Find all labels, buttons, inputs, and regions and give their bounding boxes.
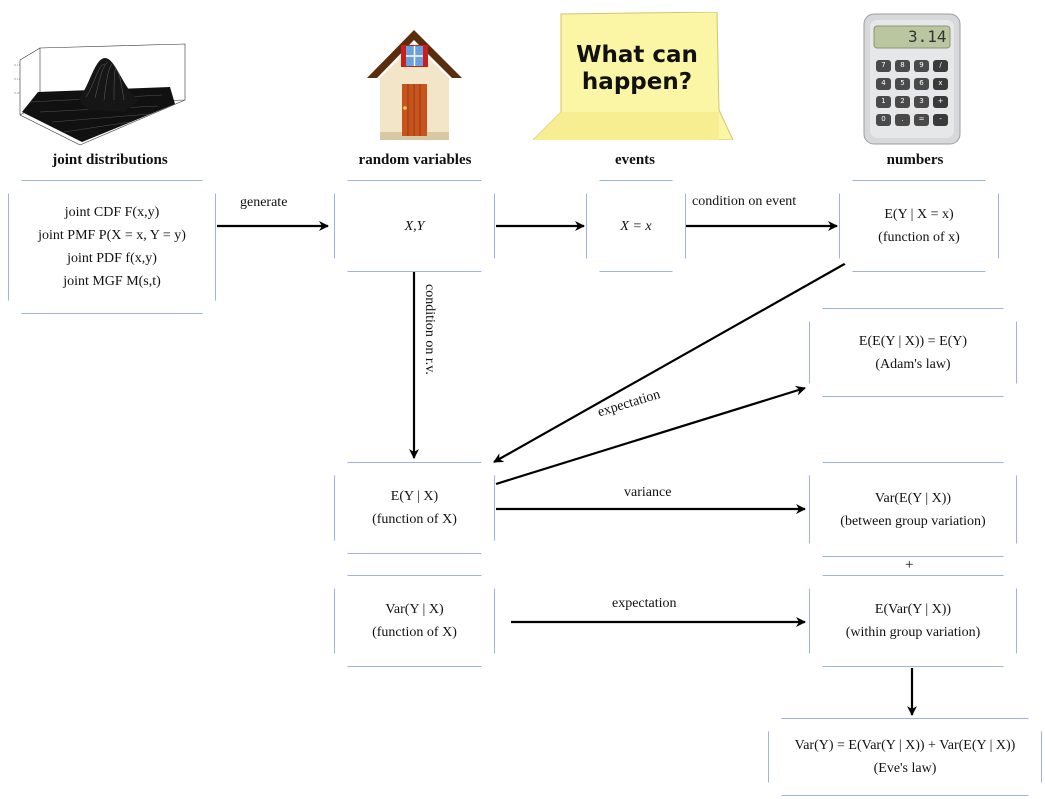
box-between-group-variation: Var(E(Y | X)) (between group variation) (809, 462, 1017, 557)
calculator-key-label: = (918, 115, 925, 123)
calculator-key-label: 7 (881, 61, 886, 69)
calculator-key-label: 4 (881, 79, 886, 87)
calculator-key-label: + (937, 97, 944, 105)
sticky-note-text: What can happen? (533, 42, 741, 96)
note-line-1: What can (576, 42, 698, 68)
calculator-key-label: . (901, 115, 904, 123)
calculator-key-label: 8 (900, 61, 905, 69)
calculator-key: 5 (895, 78, 910, 90)
calculator-key: 2 (895, 96, 910, 108)
eyx-line1: E(Y | X) (390, 489, 439, 504)
calculator-key-label: 0 (881, 115, 886, 123)
calculator-key-label: 3 (919, 97, 924, 105)
e-var-line2: (within group variation) (845, 625, 981, 640)
calculator-key: - (933, 114, 948, 126)
calculator-key: = (914, 114, 929, 126)
plus-sign: + (905, 557, 914, 573)
eve-line1: Var(Y) = E(Var(Y | X)) + Var(E(Y | X)) (794, 738, 1016, 753)
label-generate: generate (240, 195, 288, 210)
cond-num-line1: E(Y | X = x) (884, 207, 954, 222)
varyx-line2: (function of X) (372, 625, 457, 640)
calculator-key-label: - (939, 115, 942, 123)
calculator-key: 6 (914, 78, 929, 90)
joint-cdf: joint CDF F(x,y) (64, 205, 160, 220)
calculator-key-label: 2 (900, 97, 905, 105)
calculator-key-label: / (939, 61, 942, 69)
box-adams-law: E(E(Y | X)) = E(Y) (Adam's law) (809, 308, 1017, 397)
calculator-key: 1 (876, 96, 891, 108)
label-condition-on-rv: condition on r.v. (422, 284, 437, 375)
eve-line2: (Eve's law) (873, 761, 937, 776)
cond-num-line2: (function of x) (878, 230, 960, 245)
calculator-key: 0 (876, 114, 891, 126)
var-e-line2: (between group variation) (840, 513, 986, 529)
calculator-key: x (933, 78, 948, 90)
event-text: X = x (620, 218, 652, 234)
header-random-variables: random variables (358, 152, 472, 168)
arrow-condnum-to-eyx (493, 261, 849, 463)
adam-line2: (Adam's law) (875, 356, 951, 372)
joint-pdf: joint PDF f(x,y) (67, 251, 157, 266)
e-var-line1: E(Var(Y | X)) (874, 602, 952, 617)
arrow-expectation-adam (495, 385, 806, 486)
joint-pmf: joint PMF P(X = x, Y = y) (38, 228, 186, 243)
calculator-key-label: 5 (900, 79, 905, 87)
calculator-key-label: x (938, 79, 943, 87)
calculator-key-label: 6 (919, 79, 924, 87)
svg-text:0.05: 0.05 (14, 91, 21, 95)
varyx-line1: Var(Y | X) (385, 602, 444, 617)
calculator-key: . (895, 114, 910, 126)
calculator-key-label: 1 (881, 97, 886, 105)
label-expectation-var: expectation (612, 596, 677, 611)
xy-text: X,Y (404, 218, 425, 234)
calculator-key: 9 (914, 60, 929, 72)
calculator-key-label: 9 (919, 61, 924, 69)
calculator-key: 7 (876, 60, 891, 72)
calculator-key: 8 (895, 60, 910, 72)
box-event: X = x (586, 180, 686, 272)
calculator-key: 3 (914, 96, 929, 108)
calculator-key: / (933, 60, 948, 72)
svg-text:0.10: 0.10 (14, 77, 21, 81)
label-variance: variance (624, 485, 672, 500)
box-joint-distributions: joint CDF F(x,y) joint PMF P(X = x, Y = … (8, 180, 216, 314)
calculator-key: + (933, 96, 948, 108)
adam-line1: E(E(Y | X)) = E(Y) (858, 333, 968, 349)
calculator-key: 4 (876, 78, 891, 90)
label-condition-on-event: condition on event (692, 194, 797, 209)
joint-mgf: joint MGF M(s,t) (63, 274, 161, 289)
box-within-group-variation: E(Var(Y | X)) (within group variation) (809, 575, 1017, 667)
svg-text:0.15: 0.15 (14, 63, 21, 67)
box-conditional-expectation-number: E(Y | X = x) (function of x) (839, 180, 999, 272)
sticky-note: What can happen? (533, 12, 741, 140)
header-events: events (615, 152, 655, 168)
eyx-line2: (function of X) (372, 512, 457, 527)
box-eves-law: Var(Y) = E(Var(Y | X)) + Var(E(Y | X)) (… (768, 718, 1042, 796)
box-conditional-variance: Var(Y | X) (function of X) (334, 575, 495, 667)
header-numbers: numbers (886, 152, 944, 168)
var-e-line1: Var(E(Y | X)) (874, 490, 952, 506)
note-line-2: happen? (581, 69, 693, 95)
header-joint-distributions: joint distributions (52, 152, 168, 168)
box-conditional-expectation: E(Y | X) (function of X) (334, 462, 495, 554)
calculator-display: 3.14 (908, 27, 947, 46)
box-xy: X,Y (334, 180, 495, 272)
